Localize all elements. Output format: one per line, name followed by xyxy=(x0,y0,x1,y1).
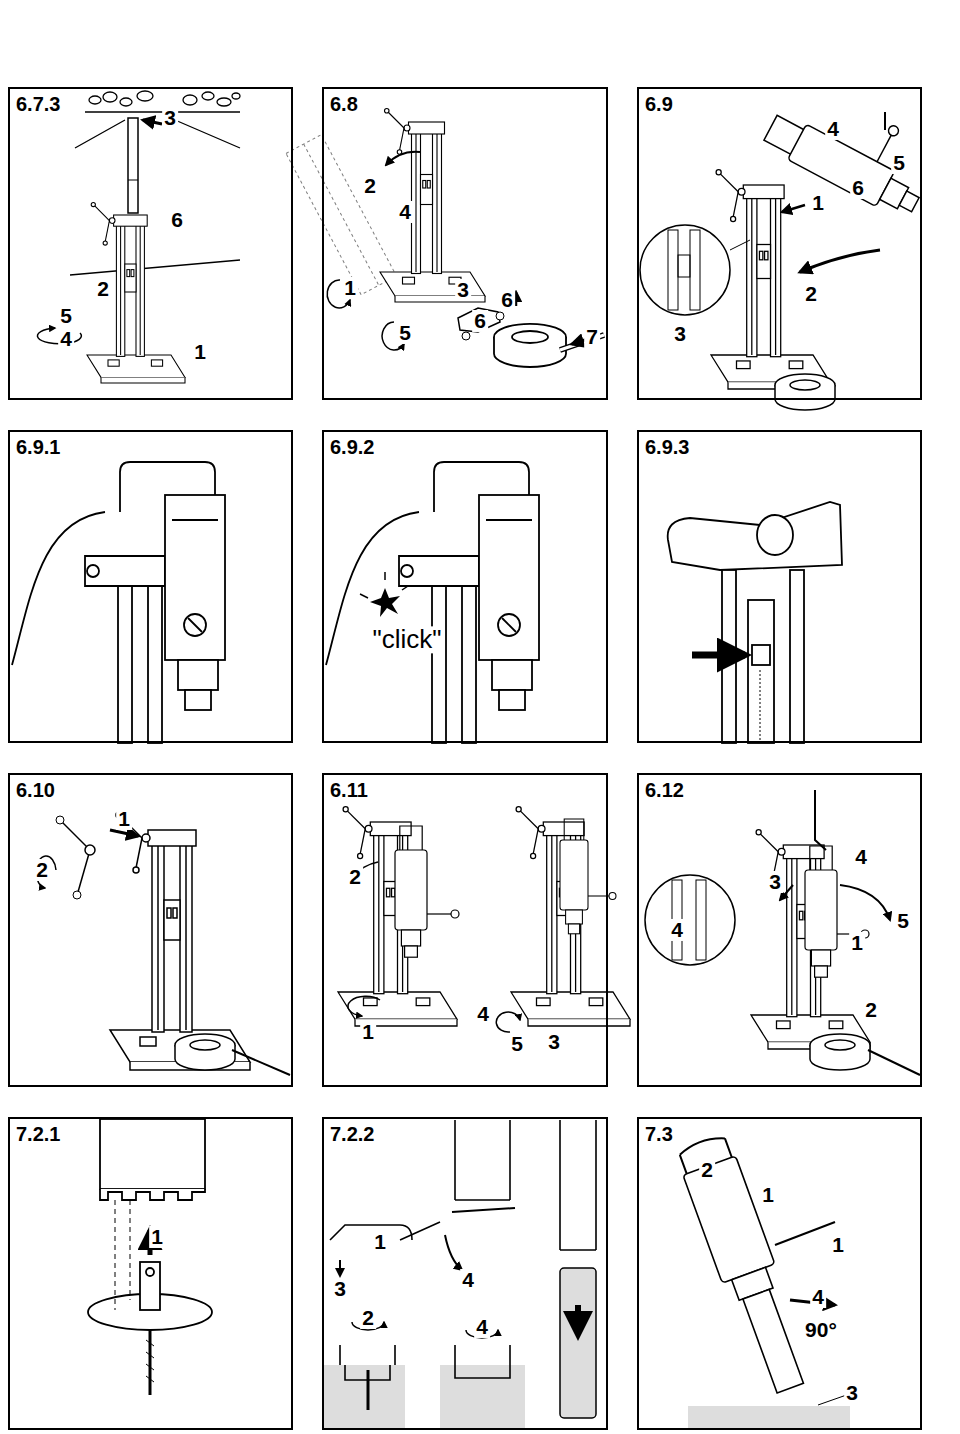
callout-number: 1 xyxy=(760,1184,776,1206)
figure-number: 6.8 xyxy=(324,89,364,117)
callout-number: 1 xyxy=(849,932,865,954)
figure-panel: 6.9 xyxy=(637,87,922,400)
callout-number: 2 xyxy=(347,866,363,888)
figure-number: 7.2.1 xyxy=(10,1119,66,1147)
callout-number: 3 xyxy=(162,107,178,129)
callout-number: 1 xyxy=(372,1231,388,1253)
callout-number: 3 xyxy=(672,323,688,345)
callout-number: 4 xyxy=(810,1286,826,1308)
callout-number: 3 xyxy=(332,1278,348,1300)
figure-number: 6.11 xyxy=(324,775,374,803)
callout-number: 3 xyxy=(767,871,783,893)
callout-number: 4 xyxy=(397,201,413,223)
callout-number: 4 xyxy=(475,1003,491,1025)
callout-number: 1 xyxy=(149,1226,165,1248)
callout-number: 3 xyxy=(455,279,471,301)
callout-number: 2 xyxy=(699,1159,715,1181)
callout-number: 3 xyxy=(546,1031,562,1053)
callout-number: 90° xyxy=(803,1319,839,1341)
callout-number: 2 xyxy=(863,999,879,1021)
callout-number: 6 xyxy=(169,209,185,231)
callout-number: 1 xyxy=(810,192,826,214)
figure-number: 6.12 xyxy=(639,775,690,803)
callout-number: 4 xyxy=(853,846,869,868)
figure-panel: 6.9.3 xyxy=(637,430,922,743)
callout-number: 5 xyxy=(58,305,74,327)
callout-number: 7 xyxy=(584,326,600,348)
callout-number: 1 xyxy=(360,1021,376,1043)
figure-panel: 6.8 xyxy=(322,87,608,400)
figure-panel: 6.7.3 xyxy=(8,87,293,400)
figure-panel: 6.10 xyxy=(8,773,293,1087)
callout-number: 4 xyxy=(825,118,841,140)
sound-label: "click" xyxy=(370,626,443,653)
figure-number: 7.2.2 xyxy=(324,1119,380,1147)
figure-number: 7.3 xyxy=(639,1119,679,1147)
callout-number: 6 xyxy=(472,310,488,332)
callout-number: 5 xyxy=(895,910,911,932)
figure-number: 6.9.1 xyxy=(10,432,66,460)
figure-number: 6.9 xyxy=(639,89,679,117)
callout-number: 1 xyxy=(192,341,208,363)
figure-number: 6.9.2 xyxy=(324,432,380,460)
figure-number: 6.9.3 xyxy=(639,432,695,460)
callout-number: 2 xyxy=(803,283,819,305)
figure-number: 6.10 xyxy=(10,775,61,803)
figure-panel: 7.3 xyxy=(637,1117,922,1430)
callout-number: 4 xyxy=(460,1269,476,1291)
callout-number: 5 xyxy=(509,1033,525,1055)
callout-number: 1 xyxy=(116,808,132,830)
callout-number: 5 xyxy=(891,152,907,174)
callout-number: 2 xyxy=(362,175,378,197)
figure-panel: 6.9.2 xyxy=(322,430,608,743)
callout-number: 2 xyxy=(360,1307,376,1329)
callout-number: 6 xyxy=(850,177,866,199)
callout-number: 5 xyxy=(397,322,413,344)
callout-number: 3 xyxy=(844,1382,860,1404)
callout-number: 4 xyxy=(474,1316,490,1338)
figure-panel: 7.2.1 xyxy=(8,1117,293,1430)
callout-number: 4 xyxy=(58,328,74,350)
figure-panel: 6.9.1 xyxy=(8,430,293,743)
figure-number: 6.7.3 xyxy=(10,89,66,117)
callout-number: 1 xyxy=(830,1234,846,1256)
callout-number: 4 xyxy=(669,919,685,941)
callout-number: 2 xyxy=(95,278,111,300)
callout-number: 2 xyxy=(34,859,50,881)
callout-number: 1 xyxy=(342,277,358,299)
callout-number: 6 xyxy=(499,289,515,311)
